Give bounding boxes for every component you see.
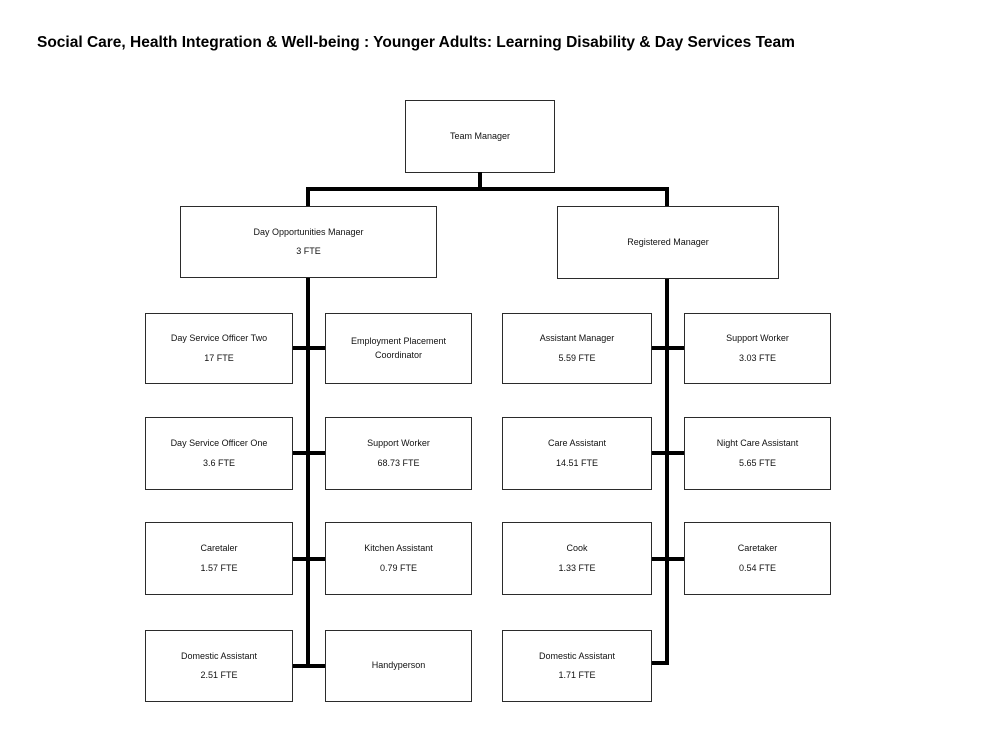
role-label: Support Worker xyxy=(367,438,430,449)
fte-label: 1.71 FTE xyxy=(558,670,596,680)
role-label: Kitchen Assistant xyxy=(364,543,433,554)
role-label: Day Opportunities Manager xyxy=(253,226,364,237)
fte-label: 0.54 FTE xyxy=(738,562,776,573)
role-label: Day Service Officer One xyxy=(170,438,268,449)
role-label: Caretaker xyxy=(737,543,778,554)
connector-right-row4-elbow xyxy=(652,661,669,665)
connector-drop-registered xyxy=(665,187,669,206)
org-node-assistant-manager: Assistant Manager 5.59 FTE xyxy=(502,313,652,384)
connector-right-row3-stub xyxy=(652,557,684,561)
page-title: Social Care, Health Integration & Well-b… xyxy=(37,34,795,51)
org-node-day-service-officer-two: Day Service Officer Two 17 FTE xyxy=(145,313,293,384)
role-label: Cook xyxy=(566,543,588,554)
org-node-day-service-officer-one: Day Service Officer One 3.6 FTE xyxy=(145,417,293,490)
org-node-team-manager: Team Manager xyxy=(405,100,555,173)
role-label: Domestic Assistant xyxy=(180,650,258,661)
org-node-night-care-assistant: Night Care Assistant 5.65 FTE xyxy=(684,417,831,490)
org-node-employment-placement-coordinator: Employment Placement Coordinator xyxy=(325,313,472,384)
connector-main-horizontal xyxy=(306,187,669,191)
fte-label: 5.59 FTE xyxy=(558,352,596,363)
connector-left-row1-stub xyxy=(293,346,325,350)
org-node-domestic-assistant-day: Domestic Assistant 2.51 FTE xyxy=(145,630,293,702)
role-label: Assistant Manager xyxy=(539,333,615,344)
role-label: Employment Placement Coordinator xyxy=(350,336,447,360)
role-label: Care Assistant xyxy=(547,438,607,449)
role-label: Night Care Assistant xyxy=(716,438,799,449)
role-label: Handyperson xyxy=(371,660,426,671)
role-label: Support Worker xyxy=(726,333,789,344)
connector-left-spine xyxy=(306,278,310,668)
fte-label: 0.79 FTE xyxy=(379,562,417,573)
fte-label: 1.57 FTE xyxy=(200,562,238,573)
fte-label: 2.51 FTE xyxy=(200,670,238,680)
connector-left-row2-stub xyxy=(293,451,325,455)
fte-label: 1.33 FTE xyxy=(558,562,596,573)
org-node-support-worker-registered: Support Worker 3.03 FTE xyxy=(684,313,831,384)
role-label: Team Manager xyxy=(449,130,511,141)
role-label: Day Service Officer Two xyxy=(170,333,268,344)
org-node-handyperson: Handyperson xyxy=(325,630,472,702)
org-node-domestic-assistant-registered: Domestic Assistant 1.71 FTE xyxy=(502,630,652,702)
connector-right-spine xyxy=(665,279,669,665)
fte-label: 3 FTE xyxy=(296,246,321,256)
org-node-day-opportunities-manager: Day Opportunities Manager 3 FTE xyxy=(180,206,437,278)
org-node-care-assistant: Care Assistant 14.51 FTE xyxy=(502,417,652,490)
connector-left-row3-stub xyxy=(293,557,325,561)
org-node-caretaler: Caretaler 1.57 FTE xyxy=(145,522,293,595)
connector-right-row2-stub xyxy=(652,451,684,455)
connector-root-stub xyxy=(478,172,482,189)
fte-label: 3.03 FTE xyxy=(738,352,776,363)
fte-label: 5.65 FTE xyxy=(738,457,776,468)
fte-label: 68.73 FTE xyxy=(377,457,420,468)
fte-label: 17 FTE xyxy=(204,352,234,363)
role-label: Domestic Assistant xyxy=(538,650,616,661)
org-node-caretaker: Caretaker 0.54 FTE xyxy=(684,522,831,595)
org-node-cook: Cook 1.33 FTE xyxy=(502,522,652,595)
fte-label: 3.6 FTE xyxy=(202,457,235,468)
connector-drop-day-opportunities xyxy=(306,187,310,206)
role-label: Registered Manager xyxy=(627,236,709,247)
org-node-registered-manager: Registered Manager xyxy=(557,206,779,279)
connector-right-row1-stub xyxy=(652,346,684,350)
org-node-kitchen-assistant: Kitchen Assistant 0.79 FTE xyxy=(325,522,472,595)
connector-left-row4-stub xyxy=(293,664,325,668)
role-label: Caretaler xyxy=(200,543,238,554)
fte-label: 14.51 FTE xyxy=(555,457,599,468)
org-node-support-worker-day: Support Worker 68.73 FTE xyxy=(325,417,472,490)
